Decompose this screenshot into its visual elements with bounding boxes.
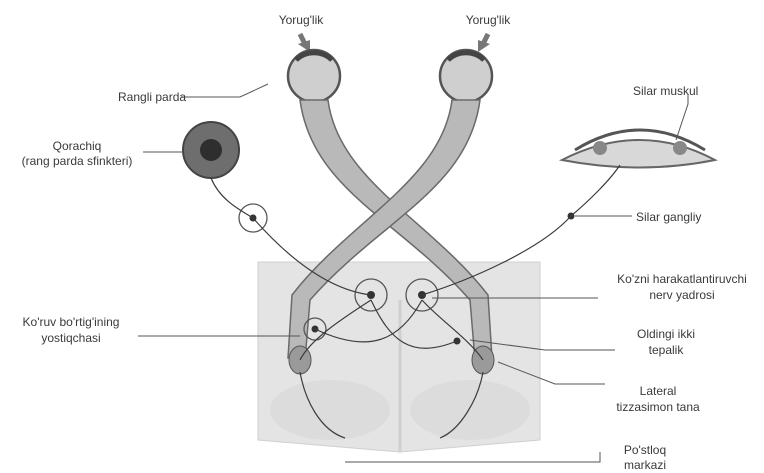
cortex-label: Po'stloq — [590, 443, 700, 457]
ciliary-ganglion-label: Silar gangliy — [636, 210, 701, 224]
lgn-label: Lateral — [596, 384, 720, 398]
pupil-label: Qorachiq — [6, 139, 148, 153]
light-label-left: Yorug'lik — [256, 13, 346, 27]
left-eye — [288, 50, 340, 102]
ciliary-muscle-label: Silar muskul — [633, 84, 698, 98]
right-eye — [440, 50, 492, 102]
oculomotor-nucleus-label-2: nerv yadrosi — [598, 288, 764, 302]
pupil-note-label: (rang parda sfinkteri) — [6, 154, 148, 168]
light-label-right: Yorug'lik — [443, 13, 533, 27]
iris-pupil-eye — [183, 122, 239, 178]
cortex-label-2: markazi — [590, 458, 700, 472]
ciliary-eye-section — [562, 130, 715, 168]
optic-tract-label-2: yostiqchasi — [4, 331, 138, 345]
light-arrow-right — [478, 34, 490, 52]
superior-colliculus-label-2: tepalik — [606, 343, 726, 357]
iris-label: Rangli parda — [118, 90, 186, 104]
oculomotor-nucleus-label: Ko'zni harakatlantiruvchi — [598, 272, 764, 286]
light-arrow-left — [298, 34, 310, 52]
superior-colliculus-label: Oldingi ikki — [606, 327, 726, 341]
lgn-label-2: tizzasimon tana — [596, 400, 720, 414]
optic-tract-label: Ko'ruv bo'rtig'ining — [4, 315, 138, 329]
